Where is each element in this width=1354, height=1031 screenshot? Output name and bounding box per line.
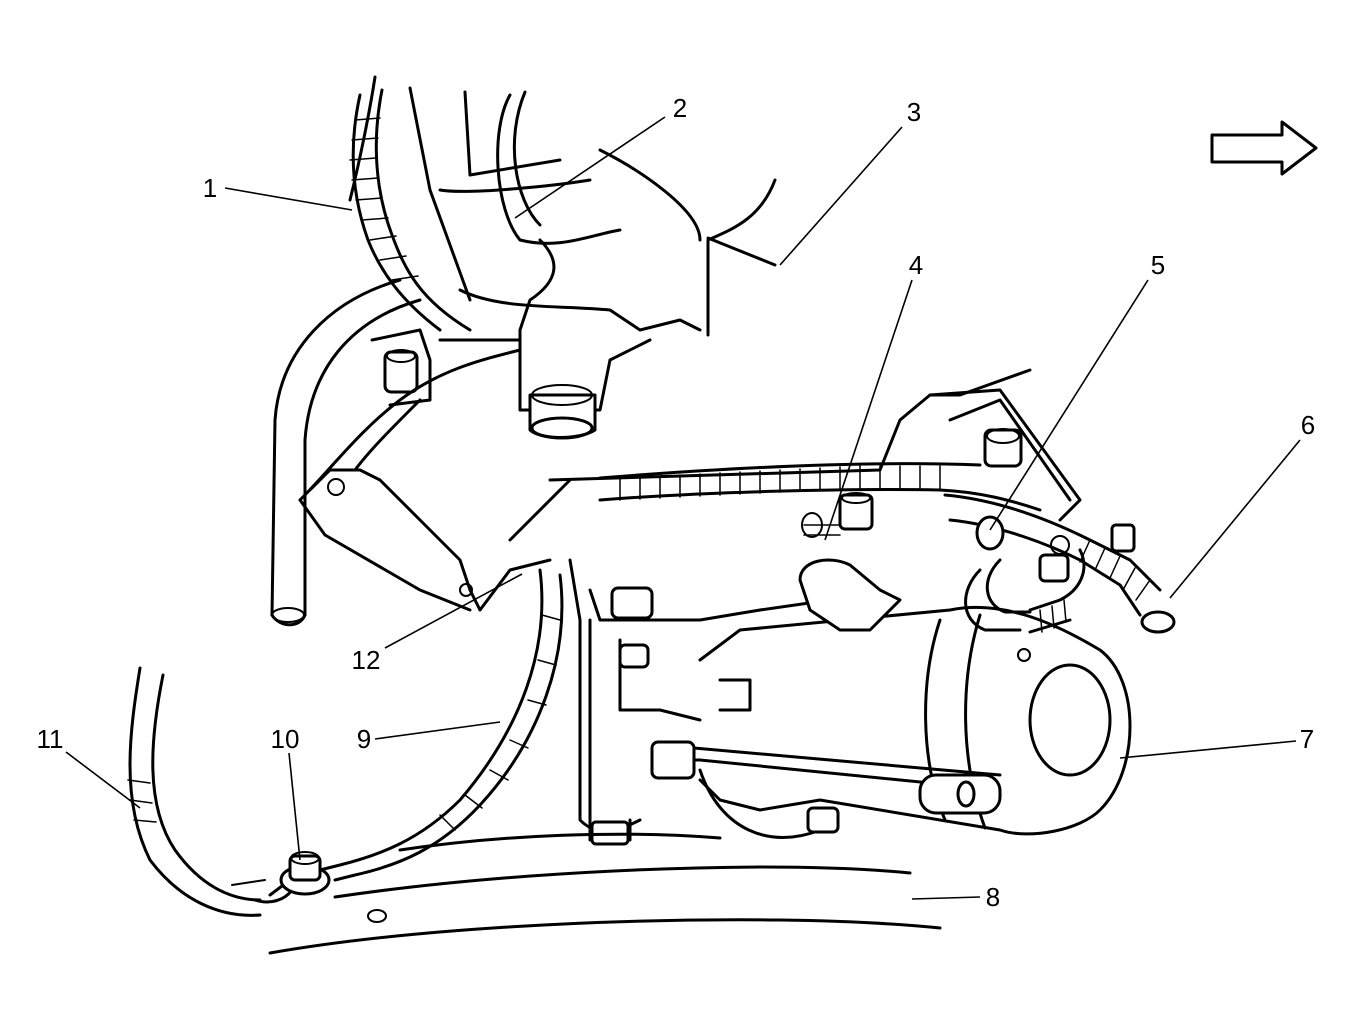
callout-5: 5	[1151, 250, 1165, 280]
callout-8: 8	[986, 882, 1000, 912]
callout-2: 2	[673, 93, 687, 123]
callout-10: 10	[271, 724, 300, 754]
exhaust-pipe	[298, 348, 552, 612]
callout-6: 6	[1301, 410, 1315, 440]
starter-wiring-harness	[598, 462, 1176, 634]
solenoid-terminals	[798, 512, 1136, 632]
callout-12: 12	[352, 645, 381, 675]
callout-9: 9	[357, 724, 371, 754]
right-arrow-icon	[1210, 120, 1318, 176]
callout-11: 11	[37, 724, 64, 754]
starter-upper-studs	[610, 388, 1082, 669]
ground-cable	[318, 568, 564, 882]
engine-block-outline	[348, 75, 777, 412]
callout-1: 1	[203, 173, 217, 203]
callout-4: 4	[909, 250, 923, 280]
mount-bracket	[528, 384, 597, 440]
callout-labels: 1 2 3 4 5 6 7 8 9 10 11 12	[37, 93, 1316, 912]
left-bracket-stud	[370, 328, 432, 407]
callout-3: 3	[907, 97, 921, 127]
wiring-harness-upper	[349, 88, 472, 332]
frame-rail	[268, 832, 942, 955]
callout-leaders	[65, 116, 1301, 900]
starter-motor	[508, 368, 1132, 846]
wiring-harness-lower-left	[127, 666, 294, 917]
left-vertical-cable	[270, 278, 422, 627]
callout-7: 7	[1300, 724, 1314, 754]
ground-bolt	[231, 851, 331, 896]
